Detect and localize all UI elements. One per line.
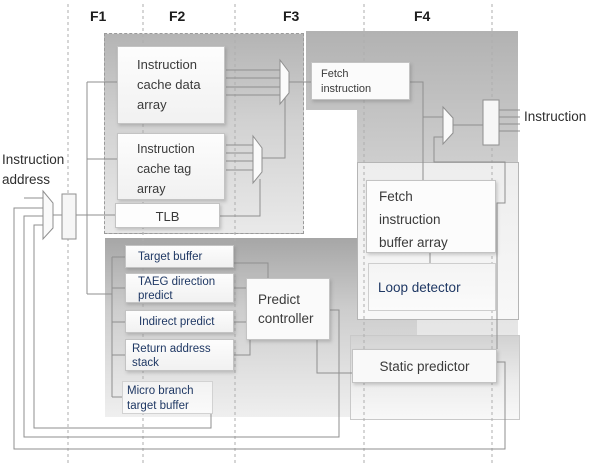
taeg-direction-predict-box: TAEG direction predict bbox=[125, 273, 234, 303]
fetch-out bbox=[410, 81, 424, 180]
fetch-instruction-buffer-array-box: Fetch instruction buffer array bbox=[366, 180, 496, 253]
stage-label-f1: F1 bbox=[90, 8, 107, 24]
fetch-instruction-box: Fetch instruction bbox=[311, 62, 410, 100]
predict-controller-box: Predict controller bbox=[246, 278, 330, 340]
indirect-predict-box: Indirect predict bbox=[125, 310, 234, 333]
loopback-static-wire bbox=[23, 215, 340, 438]
pc-register bbox=[61, 193, 77, 240]
tlb-box: TLB bbox=[115, 203, 220, 228]
tag-mux bbox=[252, 134, 263, 185]
icache-tag-array-box: Instruction cache tag array bbox=[117, 133, 225, 200]
pc-mux bbox=[42, 189, 54, 241]
instruction-register bbox=[482, 99, 500, 146]
data-mux bbox=[279, 58, 290, 106]
tlb-out bbox=[220, 179, 261, 217]
instruction-output-label: Instruction bbox=[524, 109, 587, 124]
static-predictor-box: Static predictor bbox=[352, 349, 497, 383]
loop-detector-box: Loop detector bbox=[368, 263, 496, 311]
tagmux-out bbox=[262, 82, 286, 159]
stage-label-f2: F2 bbox=[169, 8, 186, 24]
loopback-outer-wire bbox=[13, 207, 506, 450]
outreg-feedback bbox=[433, 136, 506, 349]
ras-to-controller bbox=[234, 340, 251, 356]
stage-label-f4: F4 bbox=[414, 8, 431, 24]
target-buffer-box: Target buffer bbox=[125, 245, 234, 268]
targetbuffer-to-controller bbox=[234, 262, 269, 278]
controller-to-static bbox=[316, 340, 352, 374]
stage-label-f3: F3 bbox=[283, 8, 300, 24]
micro-branch-target-buffer-box: Micro branch target buffer bbox=[122, 381, 213, 414]
output-mux bbox=[442, 105, 454, 146]
icache-data-array-box: Instruction cache data array bbox=[117, 46, 225, 124]
return-address-stack-box: Return address stack bbox=[125, 339, 234, 371]
instruction-address-label: Instruction address bbox=[2, 152, 65, 187]
